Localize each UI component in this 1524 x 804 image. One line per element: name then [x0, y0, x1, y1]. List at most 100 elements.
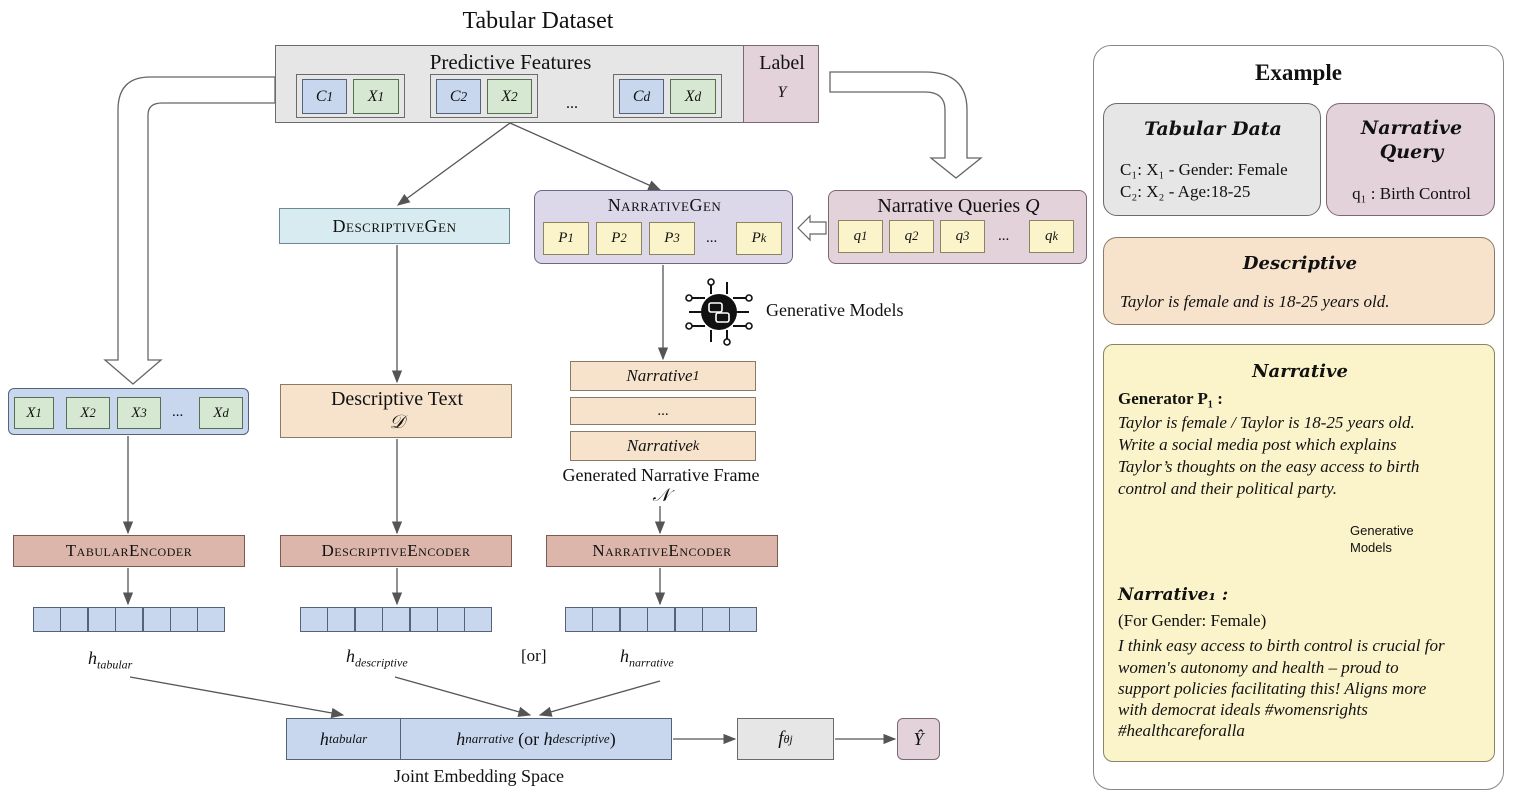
descriptive-gen-box: DescriptiveGen	[279, 208, 510, 244]
embedding-cell	[115, 607, 144, 632]
h-descriptive-label: hdescriptive	[346, 646, 408, 670]
tabular-embedding-vector	[33, 607, 226, 632]
example-query-card: Narrative Query q₁ : Birth Control	[1326, 103, 1495, 216]
example-generator-label: Generator P₁ :	[1118, 389, 1223, 408]
narrative-ellipsis-box: ...	[570, 397, 756, 425]
descriptive-text-label: Descriptive Text	[330, 388, 464, 410]
example-tabular-line2: C₂: X₂ - Age:18-25	[1120, 182, 1251, 201]
query-ellipsis: ...	[998, 228, 1010, 244]
example-narrative-card: Narrative Generator P₁ : Taylor is femal…	[1103, 344, 1495, 762]
diagram-title: Tabular Dataset	[462, 8, 614, 34]
example-output-line: I think easy access to birth control is …	[1118, 636, 1445, 655]
descriptive-embedding-vector	[300, 607, 493, 632]
example-output-line: #healthcareforalla	[1118, 721, 1245, 740]
label-symbol: Y	[777, 84, 787, 101]
embedding-cell	[619, 607, 648, 632]
hollow-arrow-small	[797, 214, 827, 242]
example-descriptive-card: Descriptive Taylor is female and is 18-2…	[1103, 237, 1495, 325]
example-output-line: support policies facilitating this! Alig…	[1118, 679, 1427, 698]
joint-h-narrative-sub: narrative	[465, 731, 514, 746]
narrative-gen-label: NarrativeGen	[607, 195, 722, 215]
predictive-features-label: Predictive Features	[429, 50, 592, 74]
prediction-box: Ŷ	[897, 718, 940, 760]
example-generator-line: Taylor’s thoughts on the easy access to …	[1118, 457, 1420, 476]
narrative-symbol: 𝒩	[652, 485, 670, 505]
feature-pair-1	[296, 74, 405, 118]
joint-h-descriptive-sub: descriptive	[552, 731, 610, 746]
label-title: Label	[759, 52, 805, 74]
embedding-cell	[142, 607, 171, 632]
h-tabular-label: htabular	[88, 648, 133, 672]
tabular-ellipsis: ...	[172, 404, 184, 420]
embedding-cell	[354, 607, 383, 632]
feature-pair-2	[430, 74, 538, 118]
example-tabular-line1: C₁: X₁ - Gender: Female	[1120, 160, 1288, 179]
descriptive-text-box: Descriptive Text 𝒟	[280, 384, 512, 438]
embedding-cell	[87, 607, 116, 632]
narrative-queries-text: Narrative Queries	[877, 195, 1021, 217]
embedding-cell	[674, 607, 703, 632]
joint-embedding-space-label: Joint Embedding Space	[394, 766, 564, 786]
joint-or: (or	[513, 728, 544, 749]
embedding-cell	[409, 607, 438, 632]
example-query-title-2: Query	[1379, 141, 1444, 163]
queries-symbol: Q	[1025, 195, 1040, 217]
descriptive-encoder-box: DescriptiveEncoder	[280, 535, 512, 567]
example-tabular-title: Tabular Data	[1144, 118, 1282, 140]
example-narrative-title: Narrative	[1252, 361, 1348, 382]
h-narrative-label: hnarrative	[620, 646, 674, 670]
embedding-cell	[60, 607, 89, 632]
example-title: Example	[1255, 60, 1342, 85]
example-output-line: women's autonomy and health – proud to	[1118, 658, 1399, 677]
example-tabular-card: Tabular Data C₁: X₁ - Gender: Female C₂:…	[1103, 103, 1321, 216]
joint-close-paren: )	[609, 728, 616, 749]
example-generator-line: Write a social media post which explains	[1118, 435, 1397, 454]
example-for-gender: (For Gender: Female)	[1118, 611, 1267, 630]
example-gen-models-1: Generative	[1350, 523, 1414, 538]
generative-models-label: Generative Models	[766, 300, 904, 320]
embedding-cell	[327, 607, 356, 632]
example-descriptive-title: Descriptive	[1242, 253, 1358, 274]
example-generator-line: control and their political party.	[1118, 479, 1337, 498]
tabular-encoder-box: TabularEncoder	[13, 535, 245, 567]
embedding-cell	[565, 607, 593, 632]
embedding-cell	[702, 607, 730, 632]
example-narrative-1-label: Narrative₁ :	[1118, 585, 1229, 605]
generated-narrative-frame-label: Generated Narrative Frame	[562, 465, 760, 485]
hollow-arrow-right	[829, 71, 983, 179]
narrative-queries-label: Narrative Queries Q	[829, 195, 1088, 218]
feature-ellipsis: ...	[566, 95, 578, 112]
embedding-cell	[592, 607, 621, 632]
feature-pair-d	[613, 74, 722, 118]
example-descriptive-text: Taylor is female and is 18-25 years old.	[1120, 292, 1390, 311]
hollow-arrow-left	[103, 76, 276, 385]
narrative-encoder-box: NarrativeEncoder	[546, 535, 778, 567]
example-query-title-1: Narrative	[1360, 117, 1463, 139]
example-output-line: with democrat ideals #womensrights	[1118, 700, 1368, 719]
embedding-cell	[647, 607, 676, 632]
embedding-cell	[170, 607, 198, 632]
example-query-value: q₁ : Birth Control	[1352, 184, 1471, 203]
prompt-ellipsis: ...	[706, 230, 718, 246]
